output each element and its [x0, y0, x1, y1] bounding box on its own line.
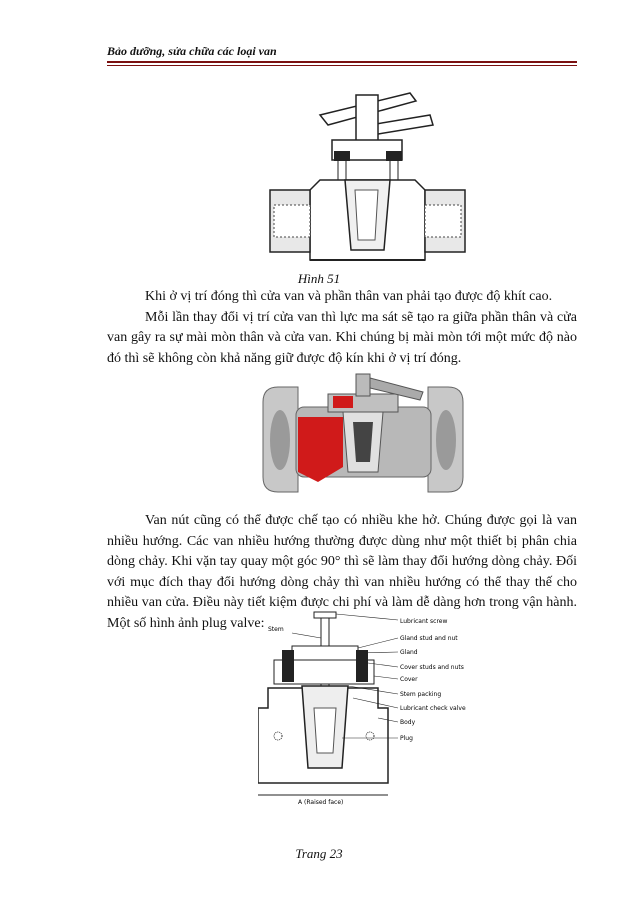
paragraph-2-text: Van nút cũng có thể được chế tạo có nhiề…	[107, 513, 577, 631]
header-rule	[107, 61, 577, 63]
header-rule-thin	[107, 65, 577, 66]
cutaway-plug-valve-image	[262, 373, 464, 493]
figure-caption: Hình 51	[297, 271, 341, 286]
label-check-valve: Lubricant check valve	[400, 705, 466, 712]
plug-valve-drawing	[269, 92, 466, 261]
paragraph-1-line-2: Mỗi lần thay đổi vị trí cửa van thì lực …	[107, 309, 577, 366]
label-lubricant-screw: Lubricant screw	[400, 618, 447, 625]
label-gland: Gland	[400, 649, 418, 656]
paragraph-2: Van nút cũng có thể được chế tạo có nhiề…	[107, 511, 577, 634]
paragraph-1: Khi ở vị trí đóng thì cửa van và phần th…	[107, 287, 577, 369]
label-stem-packing: Stem packing	[400, 691, 441, 698]
page-number: Trang 23	[295, 846, 343, 861]
paragraph-1-line-1: Khi ở vị trí đóng thì cửa van và phần th…	[145, 289, 553, 304]
label-stem: Stem	[268, 626, 284, 633]
dimension-label: A (Raised face)	[298, 799, 343, 806]
page-header-title: Bảo dưỡng, sửa chữa các loại van	[107, 44, 277, 58]
label-plug: Plug	[400, 735, 413, 742]
label-body: Body	[400, 719, 416, 726]
label-gland-stud: Gland stud and nut	[400, 635, 458, 642]
label-cover: Cover	[400, 676, 418, 683]
label-cover-studs: Cover studs and nuts	[400, 664, 464, 671]
plug-valve-labeled-diagram: A (Raised face) Lubricant screw Stem Gla…	[258, 611, 466, 806]
